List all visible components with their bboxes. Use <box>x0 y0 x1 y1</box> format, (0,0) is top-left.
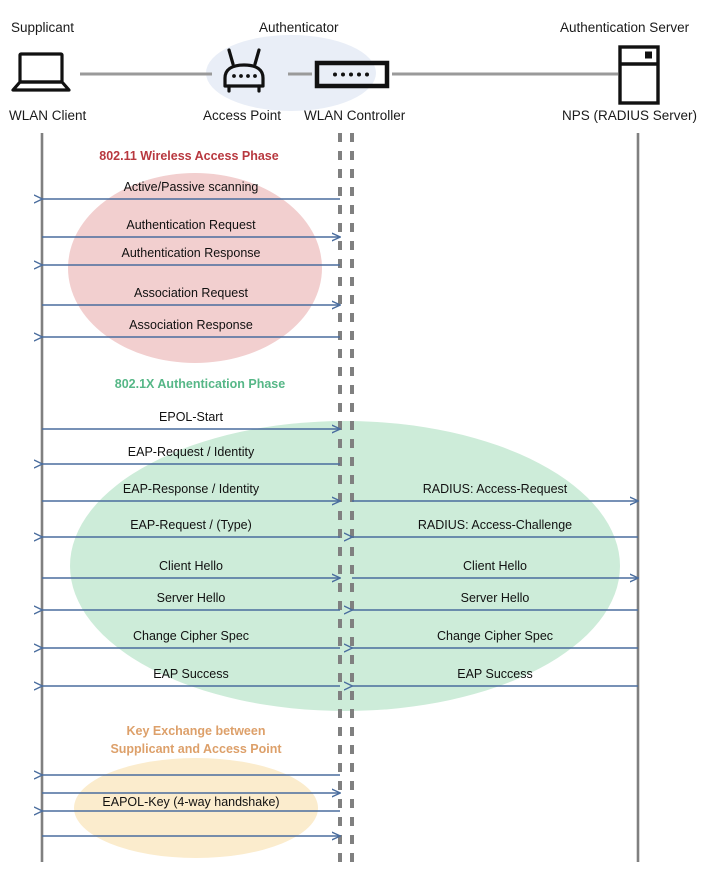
actor-device-wlan-client: WLAN Client <box>9 108 87 123</box>
phase-80211-ellipse <box>68 173 322 363</box>
message-label: EAPOL-Key (4-way handshake) <box>102 795 280 809</box>
actor-device-wlan-controller: WLAN Controller <box>304 108 406 123</box>
laptop-icon <box>11 52 71 92</box>
message-label: EAP-Request / (Type) <box>130 518 252 532</box>
message-label: Server Hello <box>156 591 226 605</box>
message-label: Change Cipher Spec <box>132 629 250 643</box>
message-label: Authentication Response <box>121 246 261 260</box>
message-label: RADIUS: Access-Request <box>422 482 568 496</box>
actor-device-access-point: Access Point <box>203 108 282 123</box>
network-switch-icon <box>314 60 390 89</box>
phase-label-key-exchange-line2: Supplicant and Access Point <box>110 742 282 756</box>
phase-label-8021x: 802.1X Authentication Phase <box>114 377 286 391</box>
message-label: Client Hello <box>159 559 223 573</box>
message-label: Server Hello <box>460 591 530 605</box>
message-arrow-layer <box>42 199 638 836</box>
message-label: Association Response <box>129 318 253 332</box>
message-label: EAP-Request / Identity <box>127 445 255 459</box>
phase-label-key-exchange: Key Exchange between Supplicant and Acce… <box>96 722 296 758</box>
phase-label-key-exchange-line1: Key Exchange between <box>126 724 266 738</box>
server-tower-icon <box>618 45 660 105</box>
actor-role-supplicant: Supplicant <box>11 20 75 35</box>
actor-device-nps: NPS (RADIUS Server) <box>562 108 698 123</box>
phase-8021x-ellipse <box>70 421 620 711</box>
message-label: EAP-Response / Identity <box>122 482 260 496</box>
wireless-router-icon <box>223 48 265 93</box>
message-label: Client Hello <box>463 559 527 573</box>
actor-role-authenticator: Authenticator <box>259 20 339 35</box>
message-label: Change Cipher Spec <box>436 629 554 643</box>
actor-role-authentication-server: Authentication Server <box>560 20 690 35</box>
message-label: RADIUS: Access-Challenge <box>417 518 573 532</box>
message-label: EAP Success <box>457 667 533 681</box>
message-label: Authentication Request <box>126 218 256 232</box>
phase-label-80211: 802.11 Wireless Access Phase <box>99 149 279 163</box>
phase-keyexch-ellipse <box>74 758 318 858</box>
message-label: EAP Success <box>153 667 229 681</box>
message-label: Association Request <box>134 286 248 300</box>
message-label: EPOL-Start <box>159 410 223 424</box>
message-label: Active/Passive scanning <box>123 180 259 194</box>
